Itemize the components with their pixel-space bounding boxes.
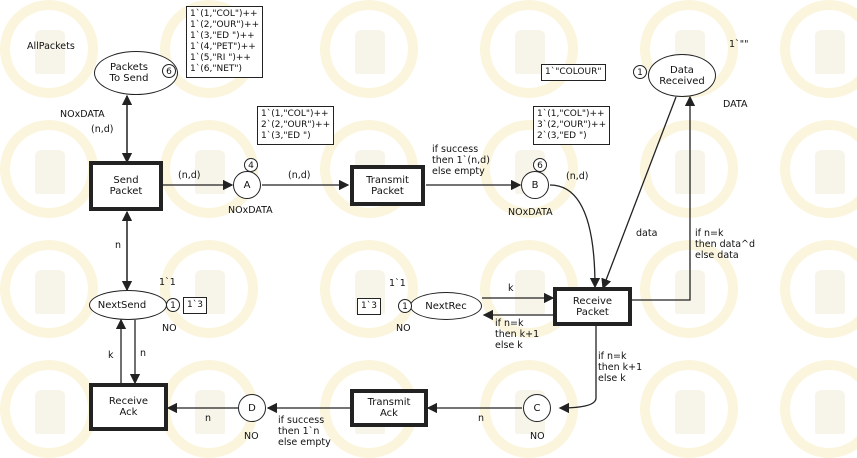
- arc-b-to-receive: [550, 185, 595, 287]
- transition-receive-ack[interactable]: Receive Ack: [89, 383, 168, 431]
- token-count-badge: 1: [633, 65, 647, 79]
- transition-label: Transmit Ack: [368, 397, 411, 419]
- place-init-label: 1`1: [389, 278, 406, 289]
- arc-label: n: [140, 348, 146, 359]
- token-count-badge: 6: [533, 158, 547, 172]
- arc-label: n: [478, 413, 484, 424]
- transition-label: Transmit Packet: [366, 175, 409, 197]
- marking-box: 1`"COLOUR": [541, 64, 606, 81]
- transition-send-packet[interactable]: Send Packet: [89, 161, 163, 211]
- transition-label: Send Packet: [110, 175, 143, 197]
- place-type-label: NOxDATA: [508, 207, 553, 218]
- place-type-label: NO: [396, 323, 411, 334]
- place-next-rec: NextRec: [410, 292, 482, 320]
- arc-label: k: [508, 283, 514, 294]
- transition-receive-packet[interactable]: Receive Packet: [553, 287, 632, 326]
- place-label: A: [244, 180, 251, 191]
- place-label: Packets To Send: [110, 62, 149, 84]
- transition-label: Receive Packet: [573, 296, 612, 318]
- place-c: C: [523, 394, 551, 422]
- marking-box-a: 1`(1,"COL")++ 2`(2,"OUR")++ 1`(3,"ED "): [257, 106, 334, 145]
- place-a: A: [233, 171, 261, 199]
- place-type-label: NO: [244, 431, 259, 442]
- transition-transmit-ack[interactable]: Transmit Ack: [350, 389, 428, 427]
- marking-box: 1`3: [183, 297, 207, 314]
- marking-box-b: 1`(1,"COL")++ 3`(2,"OUR")++ 2`(3,"ED "): [533, 106, 610, 145]
- place-label: NextRec: [425, 301, 466, 312]
- place-data-received: Data Received: [648, 54, 716, 97]
- arc-label: if n=k then k+1 else k: [495, 318, 539, 351]
- place-type-label: NO: [162, 323, 177, 334]
- token-count-badge: 1: [166, 298, 180, 312]
- place-init-label: 1`"": [729, 39, 749, 50]
- place-type-label: NOxDATA: [60, 109, 105, 120]
- arc-label: (n,d): [178, 170, 200, 181]
- transition-label: Receive Ack: [109, 396, 148, 418]
- place-type-label: NO: [530, 431, 545, 442]
- place-label: NextSend: [98, 300, 146, 311]
- token-count-badge: 1: [398, 299, 412, 313]
- arc-label: if n=k then data^d else data: [695, 228, 755, 261]
- arc-label: (n,d): [288, 170, 310, 181]
- place-label: B: [532, 180, 539, 191]
- place-init-label: 1`1: [159, 277, 176, 288]
- arc-label: if success then 1`n else empty: [278, 415, 331, 448]
- arc-data-to-receive: [603, 97, 676, 288]
- arc-label: if n=k then k+1 else k: [598, 351, 642, 384]
- arc-label: n: [115, 240, 121, 251]
- place-d: D: [238, 394, 266, 422]
- arc-label: k: [108, 350, 114, 361]
- place-next-send: NextSend: [89, 290, 167, 320]
- marking-box-packets-to-send: 1`(1,"COL")++ 1`(2,"OUR")++ 1`(3,"ED ")+…: [186, 6, 263, 78]
- place-label: Data Received: [659, 65, 705, 87]
- arc-label: if success then 1`(n,d) else empty: [432, 144, 490, 177]
- token-count-badge: 4: [244, 158, 258, 172]
- token-count-badge: 6: [162, 64, 176, 78]
- place-init-label: AllPackets: [27, 41, 75, 52]
- place-label: C: [534, 403, 541, 414]
- place-type-label: DATA: [723, 99, 747, 110]
- place-label: D: [248, 403, 256, 414]
- place-b: B: [521, 171, 549, 199]
- arc-label: n: [205, 413, 211, 424]
- arc-label: data: [636, 228, 657, 239]
- arc-label: (n,d): [91, 124, 113, 135]
- arc-receive-to-data: [632, 97, 690, 300]
- marking-box: 1`3: [357, 298, 381, 315]
- arc-receive-to-c: [560, 326, 596, 408]
- arc-label: (n,d): [566, 171, 588, 182]
- place-type-label: NOxDATA: [228, 205, 273, 216]
- transition-transmit-packet[interactable]: Transmit Packet: [350, 165, 425, 206]
